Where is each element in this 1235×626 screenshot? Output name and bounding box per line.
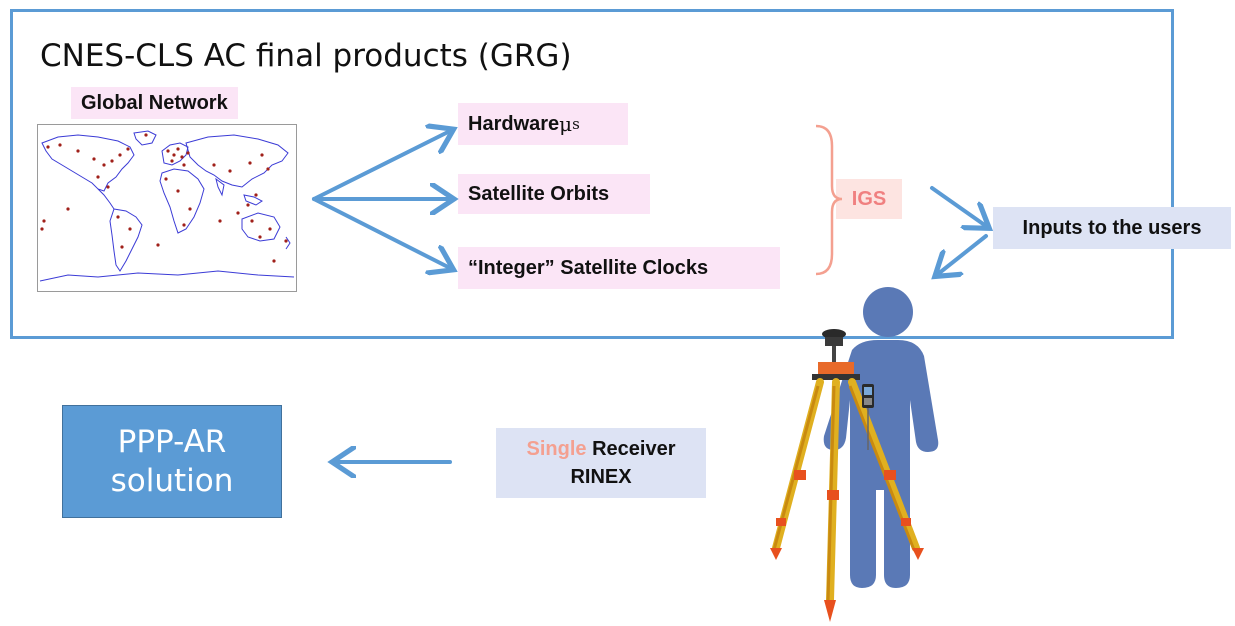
hardware-bias-label: Hardware μ s <box>458 103 628 145</box>
products-frame <box>10 9 1174 339</box>
inputs-to-users-label: Inputs to the users <box>993 207 1231 249</box>
receiver-line-1: Single Receiver <box>527 435 676 463</box>
arrow-to-clocks <box>312 197 450 268</box>
solution-line-1: PPP-AR <box>117 423 227 460</box>
single-highlight: Single <box>526 438 587 460</box>
brace-bracket <box>815 124 843 276</box>
arrow-to-user <box>938 234 988 274</box>
single-receiver-rinex-label: Single Receiver RINEX <box>496 428 706 498</box>
satellite-orbits-label: Satellite Orbits <box>458 174 650 214</box>
page-title: CNES-CLS AC final products (GRG) <box>40 38 572 74</box>
arrow-to-inputs <box>930 186 986 226</box>
solution-line-2: solution <box>110 462 234 499</box>
receiver-text: Receiver <box>586 438 676 460</box>
world-map-graphic <box>39 130 295 282</box>
superscript-s: s <box>572 115 580 133</box>
world-map <box>37 124 297 292</box>
igs-label: IGS <box>836 179 902 219</box>
global-network-label: Global Network <box>71 87 238 119</box>
integer-clocks-label: “Integer” Satellite Clocks <box>458 247 780 289</box>
gnss-tripod-icon <box>770 329 924 622</box>
rinex-text: RINEX <box>570 466 632 488</box>
arrow-to-hardware <box>312 131 450 201</box>
ppp-ar-solution-box: PPP-AR solution <box>62 405 282 518</box>
hardware-text: Hardware <box>468 112 560 135</box>
mu-symbol: μ <box>559 112 573 136</box>
